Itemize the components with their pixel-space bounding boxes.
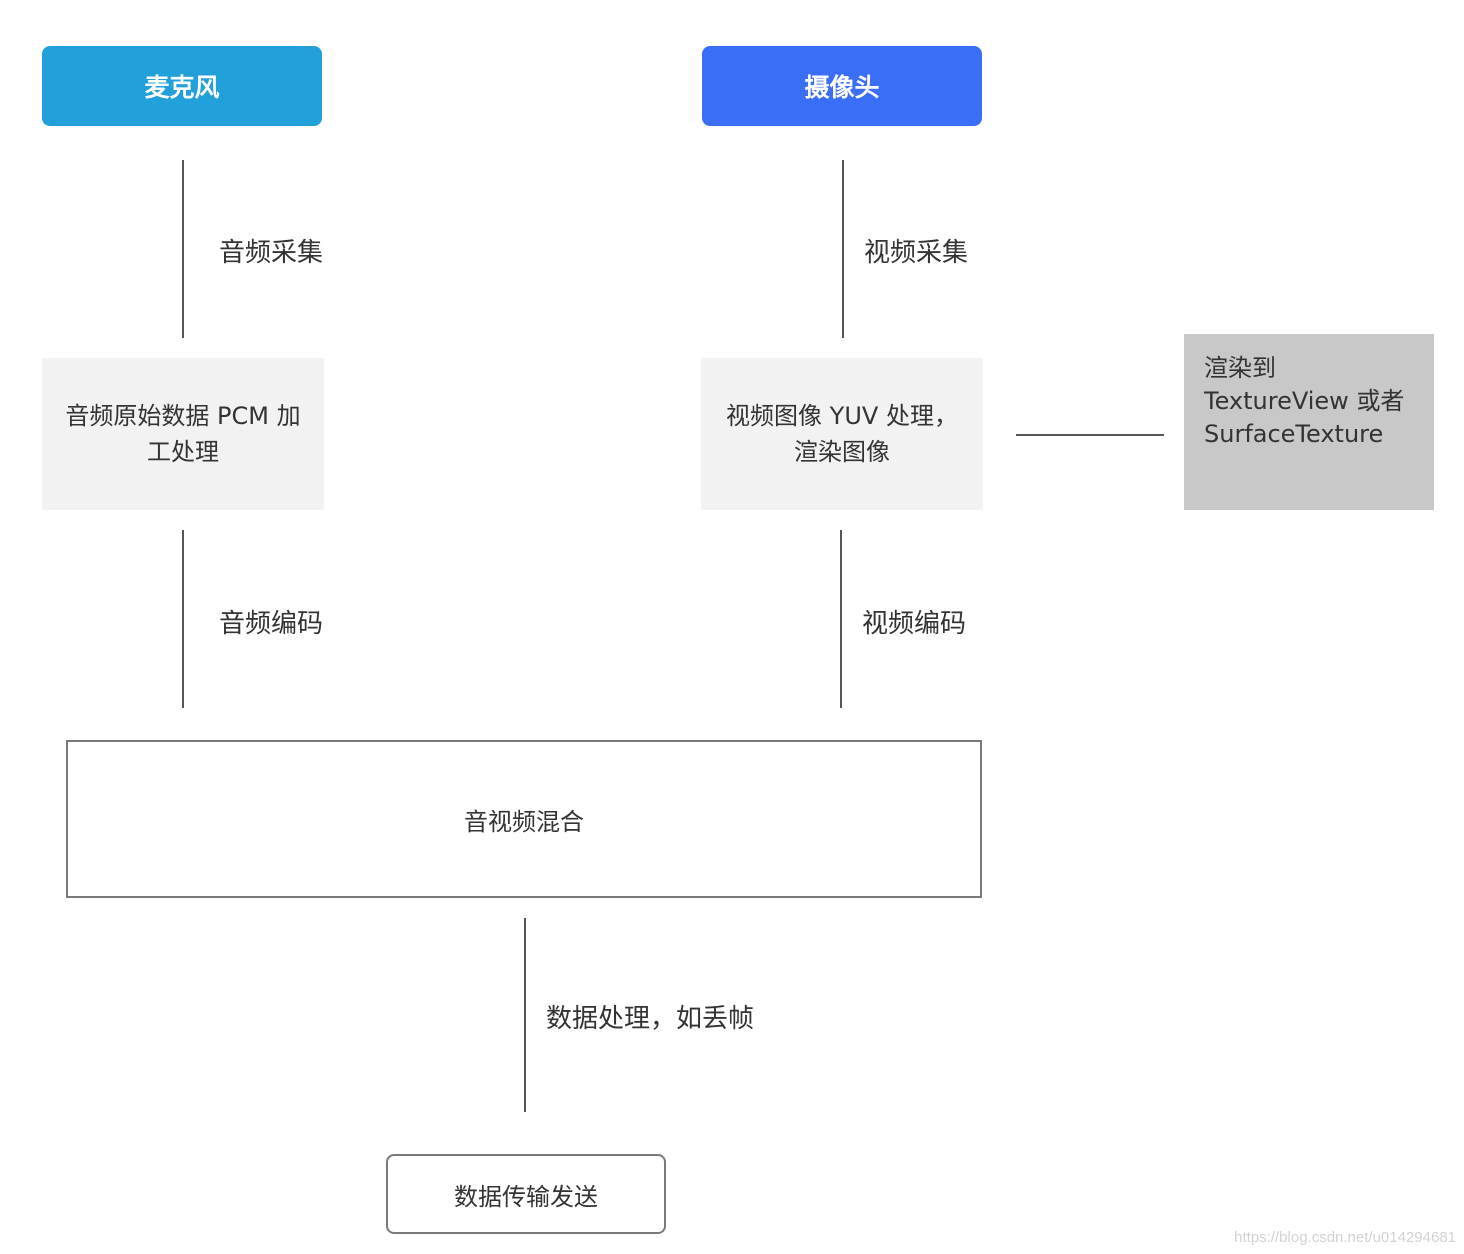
audio-processing-node: 音频原始数据 PCM 加 工处理	[42, 358, 324, 510]
data-transmit-node: 数据传输发送	[386, 1154, 666, 1234]
video-capture-connector	[842, 160, 844, 338]
render-note-line-3: SurfaceTexture	[1204, 420, 1384, 448]
audio-encode-label: 音频编码	[219, 609, 324, 639]
data-transmit-label: 数据传输发送	[454, 1182, 598, 1211]
audio-processing-line-1: 音频原始数据 PCM 加	[65, 402, 301, 430]
data-process-label: 数据处理，如丢帧	[546, 1004, 755, 1034]
render-connector	[1016, 434, 1164, 436]
audio-encode-connector	[182, 530, 184, 708]
microphone-node: 麦克风	[42, 46, 322, 126]
audio-capture-label: 音频采集	[219, 238, 324, 268]
video-processing-line-1: 视频图像 YUV 处理，	[726, 402, 958, 430]
camera-label: 摄像头	[804, 73, 880, 102]
render-note-line-2: TextureView 或者	[1204, 387, 1405, 415]
camera-node: 摄像头	[702, 46, 982, 126]
audio-processing-line-2: 工处理	[146, 438, 219, 466]
av-mux-node: 音视频混合	[66, 740, 982, 898]
video-encode-label: 视频编码	[862, 609, 967, 639]
video-processing-node: 视频图像 YUV 处理， 渲染图像	[701, 358, 983, 510]
audio-capture-connector	[182, 160, 184, 338]
microphone-label: 麦克风	[144, 73, 220, 102]
av-mux-label: 音视频混合	[464, 807, 584, 836]
data-process-connector	[524, 918, 526, 1112]
watermark: https://blog.csdn.net/u014294681	[1234, 1229, 1456, 1246]
video-processing-line-2: 渲染图像	[794, 438, 890, 466]
video-encode-connector	[840, 530, 842, 708]
render-target-note: 渲染到 TextureView 或者 SurfaceTexture	[1184, 334, 1434, 510]
video-capture-label: 视频采集	[864, 238, 969, 268]
render-note-line-1: 渲染到	[1204, 354, 1276, 382]
